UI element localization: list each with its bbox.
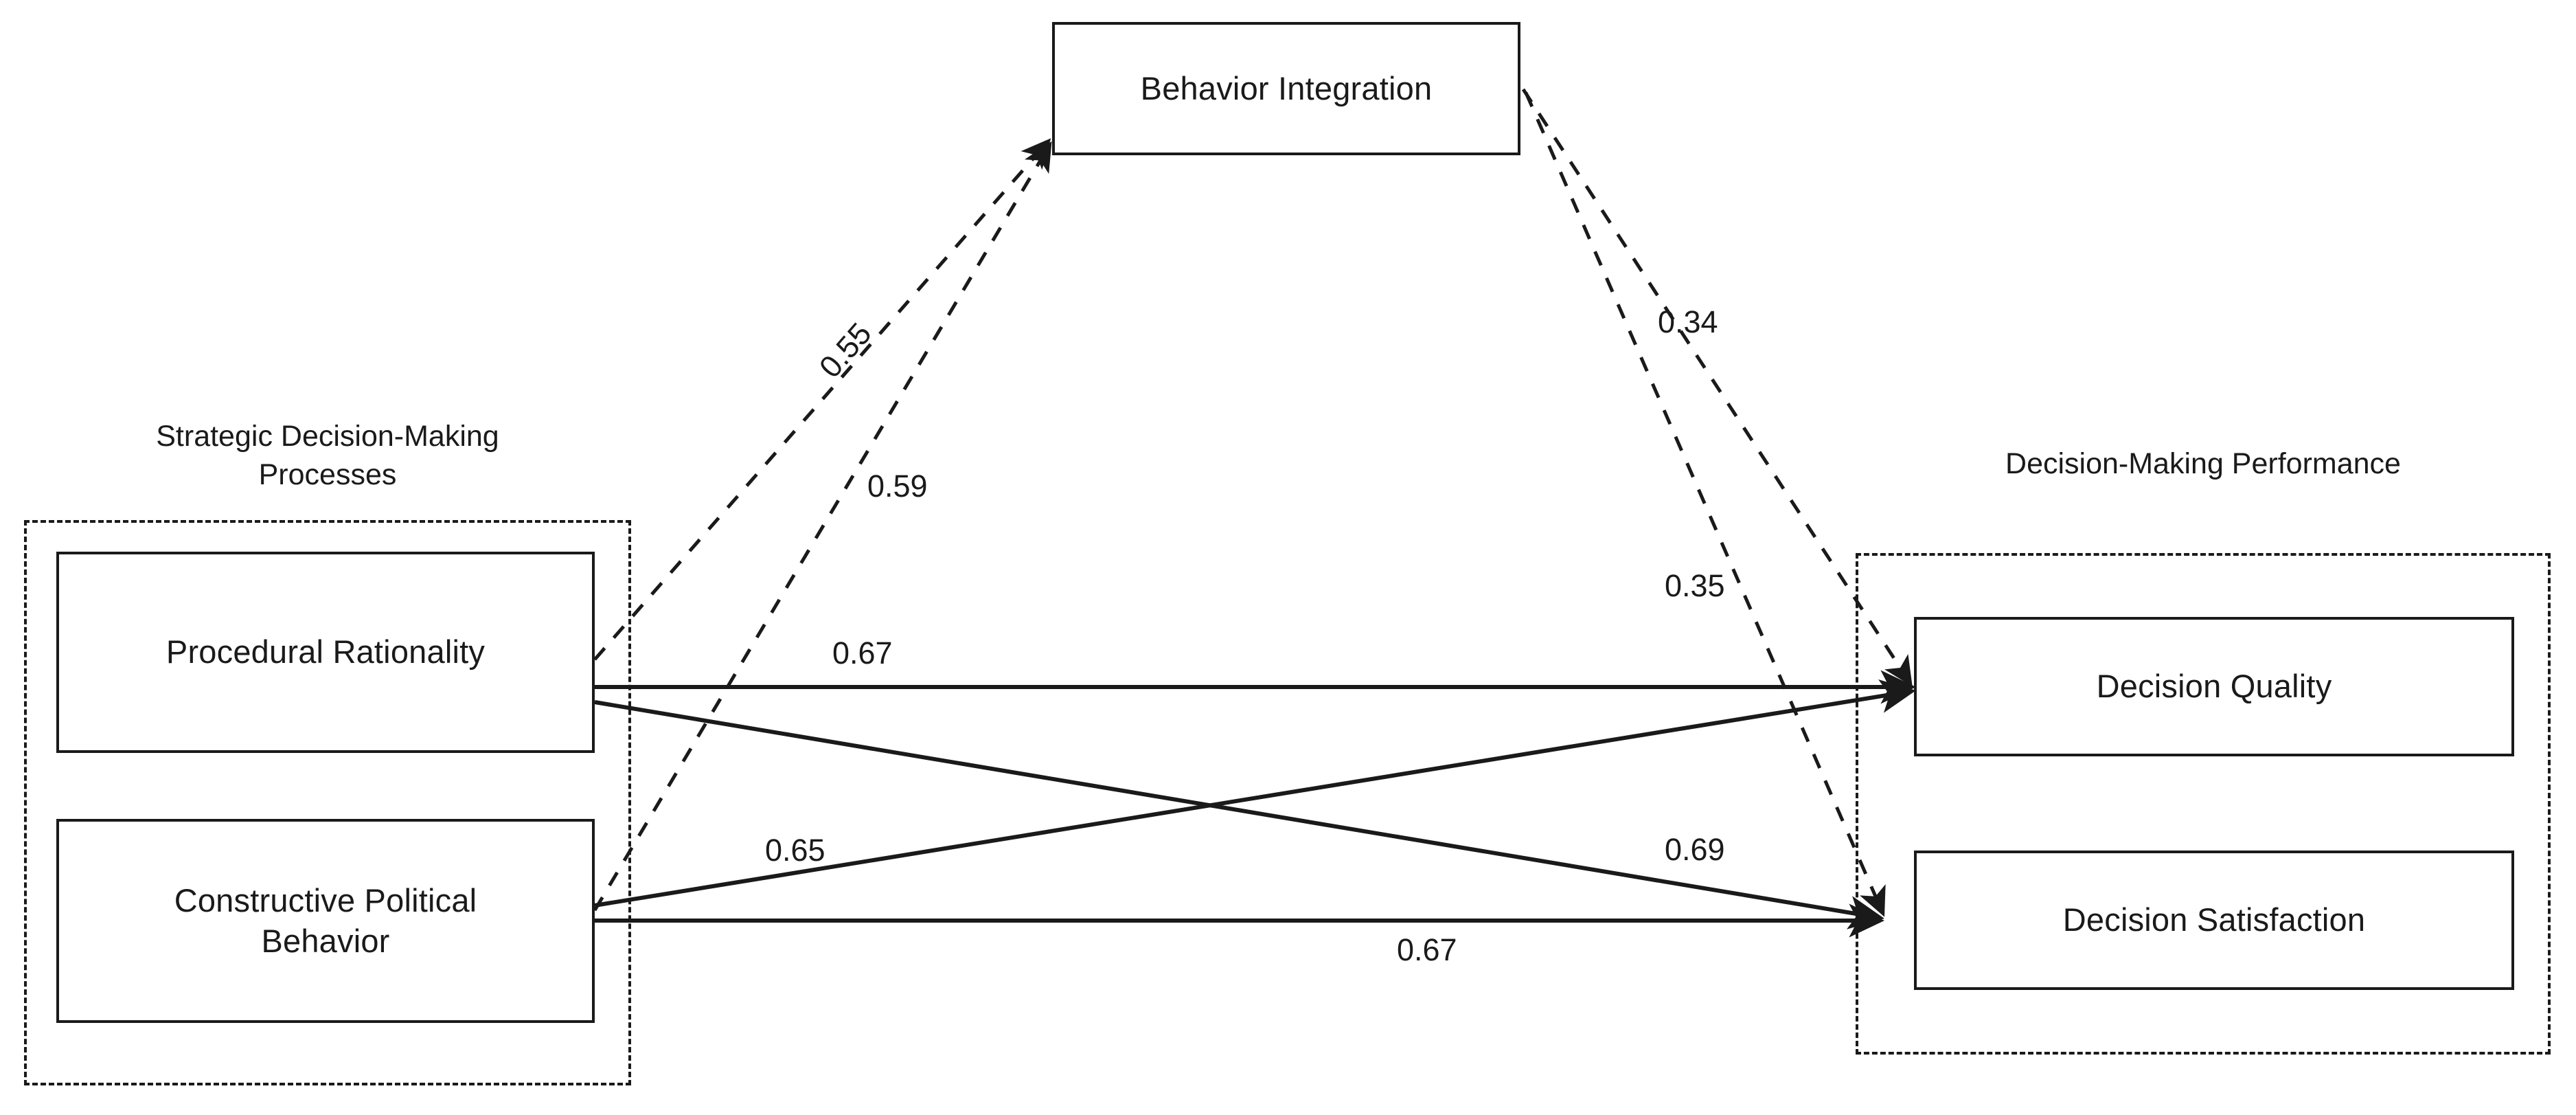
edge-pr-ds xyxy=(594,700,1884,930)
node-behavior-integration[interactable]: Behavior Integration xyxy=(1052,22,1520,155)
edge-bi-ds xyxy=(1524,92,1886,917)
edge-cpb-bi xyxy=(593,141,1052,912)
node-decision-satisfaction[interactable]: Decision Satisfaction xyxy=(1914,851,2514,990)
node-label: Decision Satisfaction xyxy=(2062,901,2366,938)
edge-label-pr-ds: 0.69 xyxy=(1665,832,1725,867)
node-decision-quality[interactable]: Decision Quality xyxy=(1914,617,2514,756)
group-caption-line-2: Processes xyxy=(258,458,397,491)
edge-pr-bi xyxy=(593,138,1051,661)
group-box-strategic-decision-making-processes xyxy=(24,520,631,1085)
edge-label-bi-dq: 0.34 xyxy=(1658,304,1718,339)
edge-label-cpb-dq: 0.65 xyxy=(765,833,825,868)
edge-label-pr-dq: 0.67 xyxy=(832,635,893,671)
edge-label-bi-ds: 0.35 xyxy=(1665,568,1725,603)
edge-label-pr-bi: 0.55 xyxy=(812,315,878,385)
node-label: Decision Quality xyxy=(2096,668,2332,705)
node-label-line-2: Behavior xyxy=(261,922,390,959)
node-procedural-rationality[interactable]: Procedural Rationality xyxy=(56,552,595,753)
group-box-decision-making-performance xyxy=(1856,553,2551,1055)
group-caption-strategic-decision-making-processes: Strategic Decision-Making Processes xyxy=(24,418,631,495)
group-caption-decision-making-performance: Decision-Making Performance xyxy=(1856,445,2551,484)
node-label-wrap: Constructive Political Behavior xyxy=(174,881,477,962)
group-caption-line-1: Strategic Decision-Making xyxy=(156,420,499,453)
edge-label-cpb-ds: 0.67 xyxy=(1397,932,1457,967)
node-label-line-1: Constructive Political xyxy=(174,881,477,919)
node-constructive-political-behavior[interactable]: Constructive Political Behavior xyxy=(56,819,595,1023)
group-caption-line-1: Decision-Making Performance xyxy=(2005,447,2401,480)
node-label: Behavior Integration xyxy=(1140,69,1433,106)
edge-label-cpb-bi: 0.59 xyxy=(867,469,928,504)
edge-cpb-dq xyxy=(594,679,1916,908)
node-label: Procedural Rationality xyxy=(166,633,486,671)
